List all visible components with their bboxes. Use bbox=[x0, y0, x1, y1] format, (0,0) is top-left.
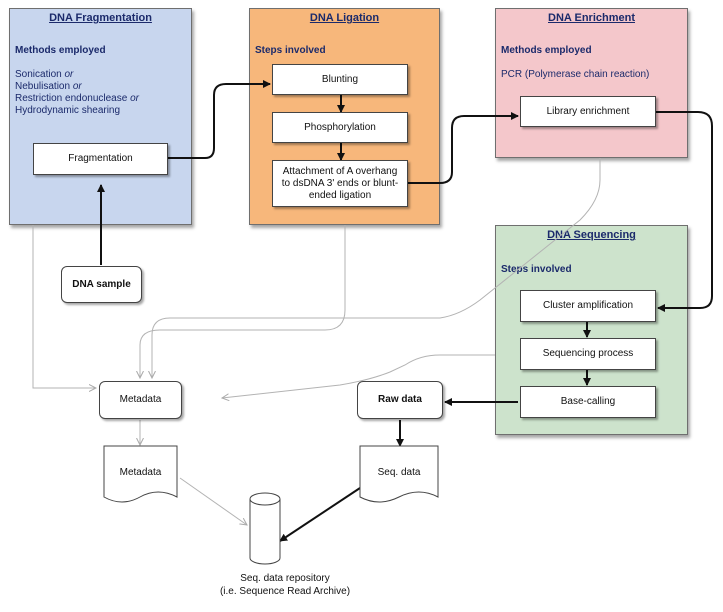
library-enrichment-box: Library enrichment bbox=[520, 96, 656, 127]
base-calling-box: Base-calling bbox=[520, 386, 656, 418]
raw-data-node: Raw data bbox=[357, 381, 443, 419]
method-restriction: Restriction endonuclease bbox=[15, 93, 128, 104]
method-sonication: Sonication bbox=[15, 69, 62, 80]
workflow-arrows bbox=[97, 80, 713, 542]
panel-subtitle: Methods employed bbox=[15, 45, 106, 56]
fragmentation-box: Fragmentation bbox=[33, 143, 168, 175]
metadata-document-label: Metadata bbox=[119, 467, 162, 478]
repository-label: Seq. data repository (i.e. Sequence Read… bbox=[185, 572, 385, 598]
sequencing-process-box: Sequencing process bbox=[520, 338, 656, 370]
seq-data-document-label: Seq. data bbox=[377, 467, 421, 478]
attachment-line-3: ended ligation bbox=[308, 189, 372, 201]
blunting-box: Blunting bbox=[272, 64, 408, 95]
dna-sample-node: DNA sample bbox=[61, 266, 142, 303]
repository-label-line-2: (i.e. Sequence Read Archive) bbox=[219, 586, 351, 597]
panel-title: DNA Fragmentation bbox=[49, 12, 152, 24]
metadata-node: Metadata bbox=[99, 381, 182, 419]
cluster-amplification-box: Cluster amplification bbox=[520, 290, 656, 322]
method-pcr: PCR (Polymerase chain reaction) bbox=[501, 69, 650, 80]
seq-data-document-shape bbox=[359, 445, 439, 503]
metadata-document-shape bbox=[103, 445, 178, 503]
repository-cylinder-icon bbox=[249, 492, 281, 565]
panel-dna-enrichment: DNA Enrichment Methods employed PCR (Pol… bbox=[495, 8, 688, 158]
panel-title: DNA Ligation bbox=[309, 12, 380, 24]
method-shearing: Hydrodynamic shearing bbox=[15, 105, 121, 116]
panel-subtitle: Steps involved bbox=[255, 45, 326, 56]
panel-title: DNA Enrichment bbox=[548, 12, 635, 24]
or-word: or bbox=[64, 69, 74, 80]
attachment-box: Attachment of A overhang to dsDNA 3' end… bbox=[272, 160, 408, 207]
panel-subtitle: Methods employed bbox=[501, 45, 592, 56]
attachment-line-2: to dsDNA 3' ends or blunt- bbox=[281, 177, 399, 189]
methods-list: Sonication or Nebulisation or Restrictio… bbox=[15, 69, 193, 117]
or-word: or bbox=[72, 81, 82, 92]
phosphorylation-box: Phosphorylation bbox=[272, 112, 408, 143]
or-word: or bbox=[130, 93, 139, 104]
panel-subtitle: Steps involved bbox=[501, 264, 572, 275]
attachment-line-1: Attachment of A overhang bbox=[282, 165, 398, 177]
repository-label-line-1: Seq. data repository bbox=[240, 573, 330, 584]
method-nebulisation: Nebulisation bbox=[15, 81, 71, 92]
panel-title: DNA Sequencing bbox=[547, 229, 636, 241]
metadata-links bbox=[32, 158, 601, 525]
